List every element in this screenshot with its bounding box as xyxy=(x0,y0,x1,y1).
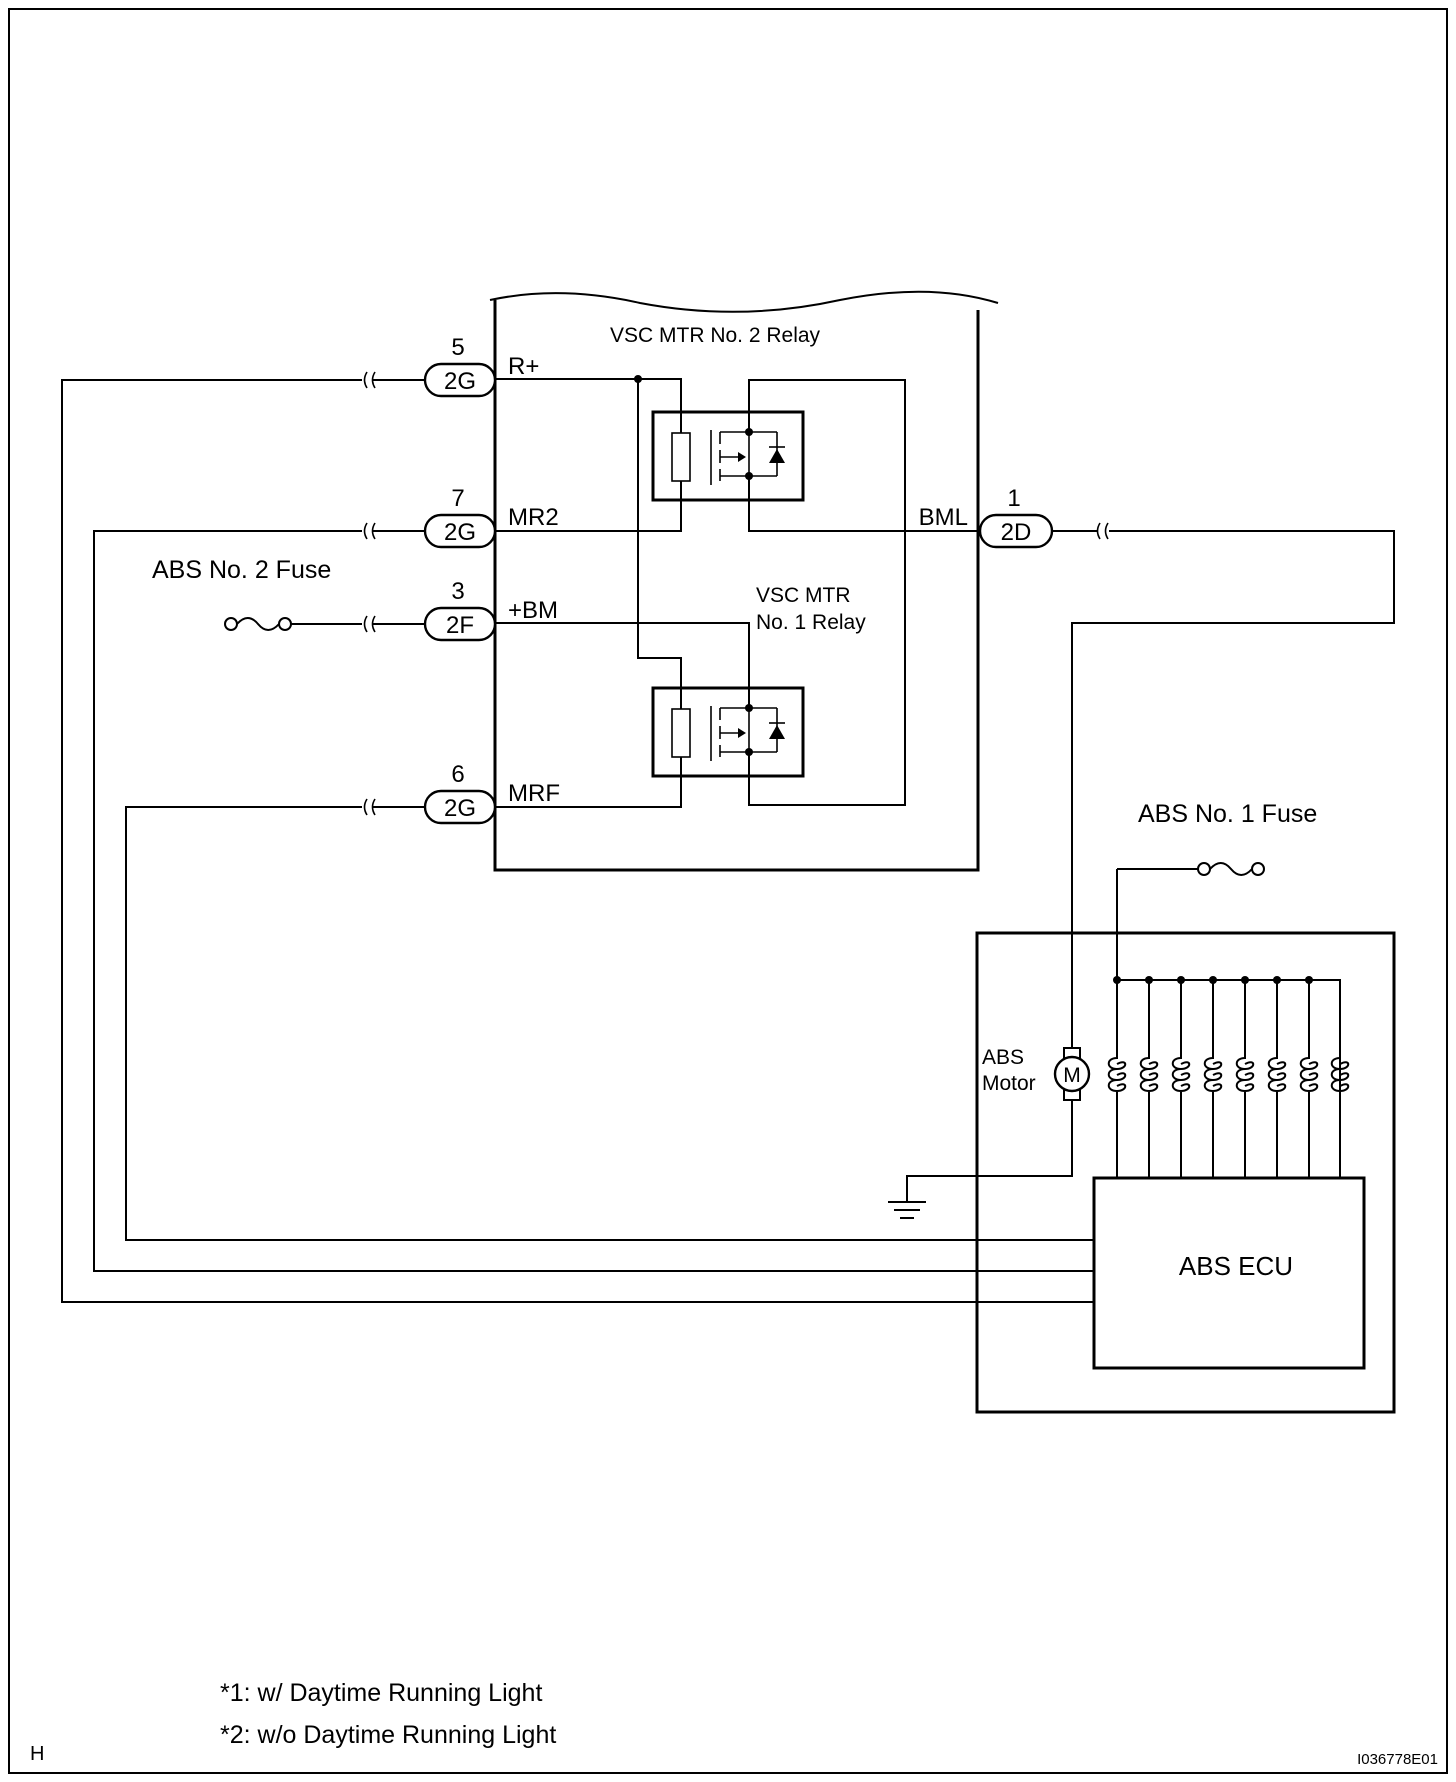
relay1-label-line1: VSC MTR xyxy=(756,584,851,607)
connector-name: 2D xyxy=(1001,519,1032,546)
corner-letter: H xyxy=(30,1743,44,1765)
abs-module-box xyxy=(975,931,1396,1414)
note-1: *1: w/ Daytime Running Light xyxy=(220,1679,542,1707)
terminal-label: MRF xyxy=(508,780,560,807)
solenoid-coil xyxy=(1299,980,1319,1178)
connector-pin: 7 xyxy=(451,485,464,512)
connector-2g-pin7: 2G 7 MR2 xyxy=(423,485,559,549)
connector-name: 2G xyxy=(444,519,476,546)
outer-frame xyxy=(8,8,1448,1774)
solenoid-coil xyxy=(1107,980,1127,1178)
abs-no1-fuse-symbol xyxy=(1116,862,1265,980)
solenoid-coil xyxy=(1171,980,1191,1178)
connector-pin: 3 xyxy=(451,578,464,605)
vsc-mtr-no2-relay xyxy=(651,410,805,502)
abs-no2-fuse-label: ABS No. 2 Fuse xyxy=(152,556,331,584)
connector-name: 2G xyxy=(444,368,476,395)
connector-2f-pin3: 2F 3 +BM xyxy=(423,578,558,642)
external-wiring-right xyxy=(888,522,1395,1219)
terminal-label: +BM xyxy=(508,597,558,624)
solenoid-array xyxy=(1107,976,1350,1178)
terminal-label: MR2 xyxy=(508,504,559,531)
motor-symbol-label: M xyxy=(1063,1064,1081,1087)
abs-motor-label-line2: Motor xyxy=(982,1072,1036,1095)
abs-ecu-label: ABS ECU xyxy=(1179,1251,1293,1281)
solenoid-coil xyxy=(1267,980,1287,1178)
vsc-mtr-no1-relay xyxy=(651,686,805,778)
connector-name: 2G xyxy=(444,795,476,822)
terminal-label: R+ xyxy=(508,353,539,380)
relay-block-wiring xyxy=(495,375,978,808)
abs-ecu-box xyxy=(1092,1176,1366,1370)
connector-2d-pin1: 2D 1 BML xyxy=(919,485,1054,549)
solenoid-coil xyxy=(1203,980,1223,1178)
connector-pin: 1 xyxy=(1007,485,1020,512)
relay-block xyxy=(489,290,999,872)
figure-id: I036778E01 xyxy=(1357,1751,1438,1768)
connector-pin: 5 xyxy=(451,334,464,361)
note-2: *2: w/o Daytime Running Light xyxy=(220,1721,556,1749)
external-wiring-left xyxy=(61,371,1094,1303)
solenoid-coil xyxy=(1330,980,1350,1178)
terminal-label: BML xyxy=(919,504,968,531)
solenoid-coil xyxy=(1139,980,1159,1178)
relay1-label-line2: No. 1 Relay xyxy=(756,611,866,634)
abs-motor-symbol: M xyxy=(1053,1047,1091,1101)
relay2-label: VSC MTR No. 2 Relay xyxy=(610,324,821,347)
solenoid-coil xyxy=(1235,980,1255,1178)
abs-no1-fuse-label: ABS No. 1 Fuse xyxy=(1138,800,1317,828)
connector-pin: 6 xyxy=(451,761,464,788)
connector-2g-pin5: 2G 5 R+ xyxy=(423,334,539,398)
abs-motor-label-line1: ABS xyxy=(982,1046,1024,1069)
connector-2g-pin6: 2G 6 MRF xyxy=(423,761,560,825)
abs-no2-fuse-symbol xyxy=(224,617,292,631)
connector-name: 2F xyxy=(446,612,474,639)
